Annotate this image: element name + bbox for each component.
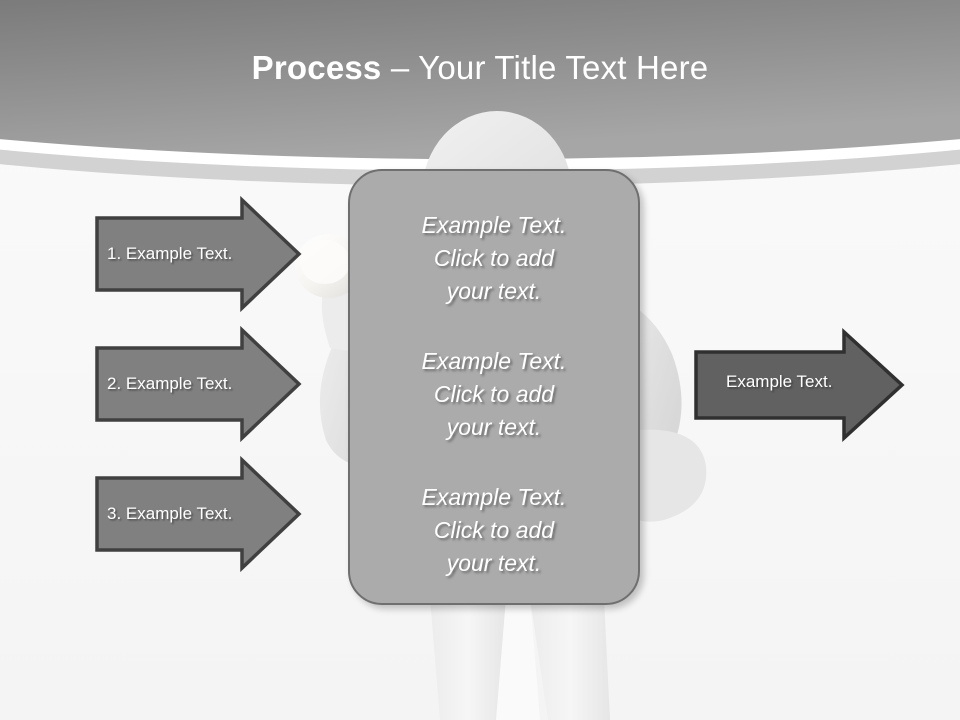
input-arrow-3-label: 3. Example Text.: [107, 504, 233, 523]
panel-block-2-line-1: Example Text.: [421, 348, 567, 374]
right-arrow-icon: [95, 455, 302, 573]
input-arrow-2[interactable]: 2. Example Text.: [95, 325, 302, 443]
input-arrow-2-label: 2. Example Text.: [107, 374, 233, 393]
panel-block-3-line-2: Click to add: [433, 517, 555, 543]
input-arrow-3[interactable]: 3. Example Text.: [95, 455, 302, 573]
right-arrow-icon: [95, 325, 302, 443]
panel-block-1-line-1: Example Text.: [421, 212, 567, 238]
panel-text-block-1[interactable]: Example Text. Click to add your text.: [389, 209, 599, 308]
slide-title-strong: Process: [251, 49, 382, 86]
right-arrow-icon: [694, 328, 905, 442]
panel-block-1-line-3: your text.: [446, 278, 542, 304]
panel-block-3-line-3: your text.: [446, 550, 542, 576]
panel-text-block-2[interactable]: Example Text. Click to add your text.: [389, 345, 599, 444]
input-arrow-1-label: 1. Example Text.: [107, 244, 233, 263]
panel-text-block-3[interactable]: Example Text. Click to add your text.: [389, 481, 599, 580]
slide-title-light: – Your Title Text Here: [381, 49, 709, 86]
panel-block-1-line-2: Click to add: [433, 245, 555, 271]
right-arrow-icon: [95, 195, 302, 313]
panel-block-2-line-2: Click to add: [433, 381, 555, 407]
panel-block-2-line-3: your text.: [446, 414, 542, 440]
input-arrow-1[interactable]: 1. Example Text.: [95, 195, 302, 313]
output-arrow[interactable]: Example Text.: [694, 328, 905, 442]
slide-title: Process – Your Title Text Here: [0, 46, 960, 90]
center-content-panel[interactable]: Example Text. Click to add your text. Ex…: [348, 169, 640, 605]
panel-block-3-line-1: Example Text.: [421, 484, 567, 510]
output-arrow-label: Example Text.: [726, 372, 833, 391]
